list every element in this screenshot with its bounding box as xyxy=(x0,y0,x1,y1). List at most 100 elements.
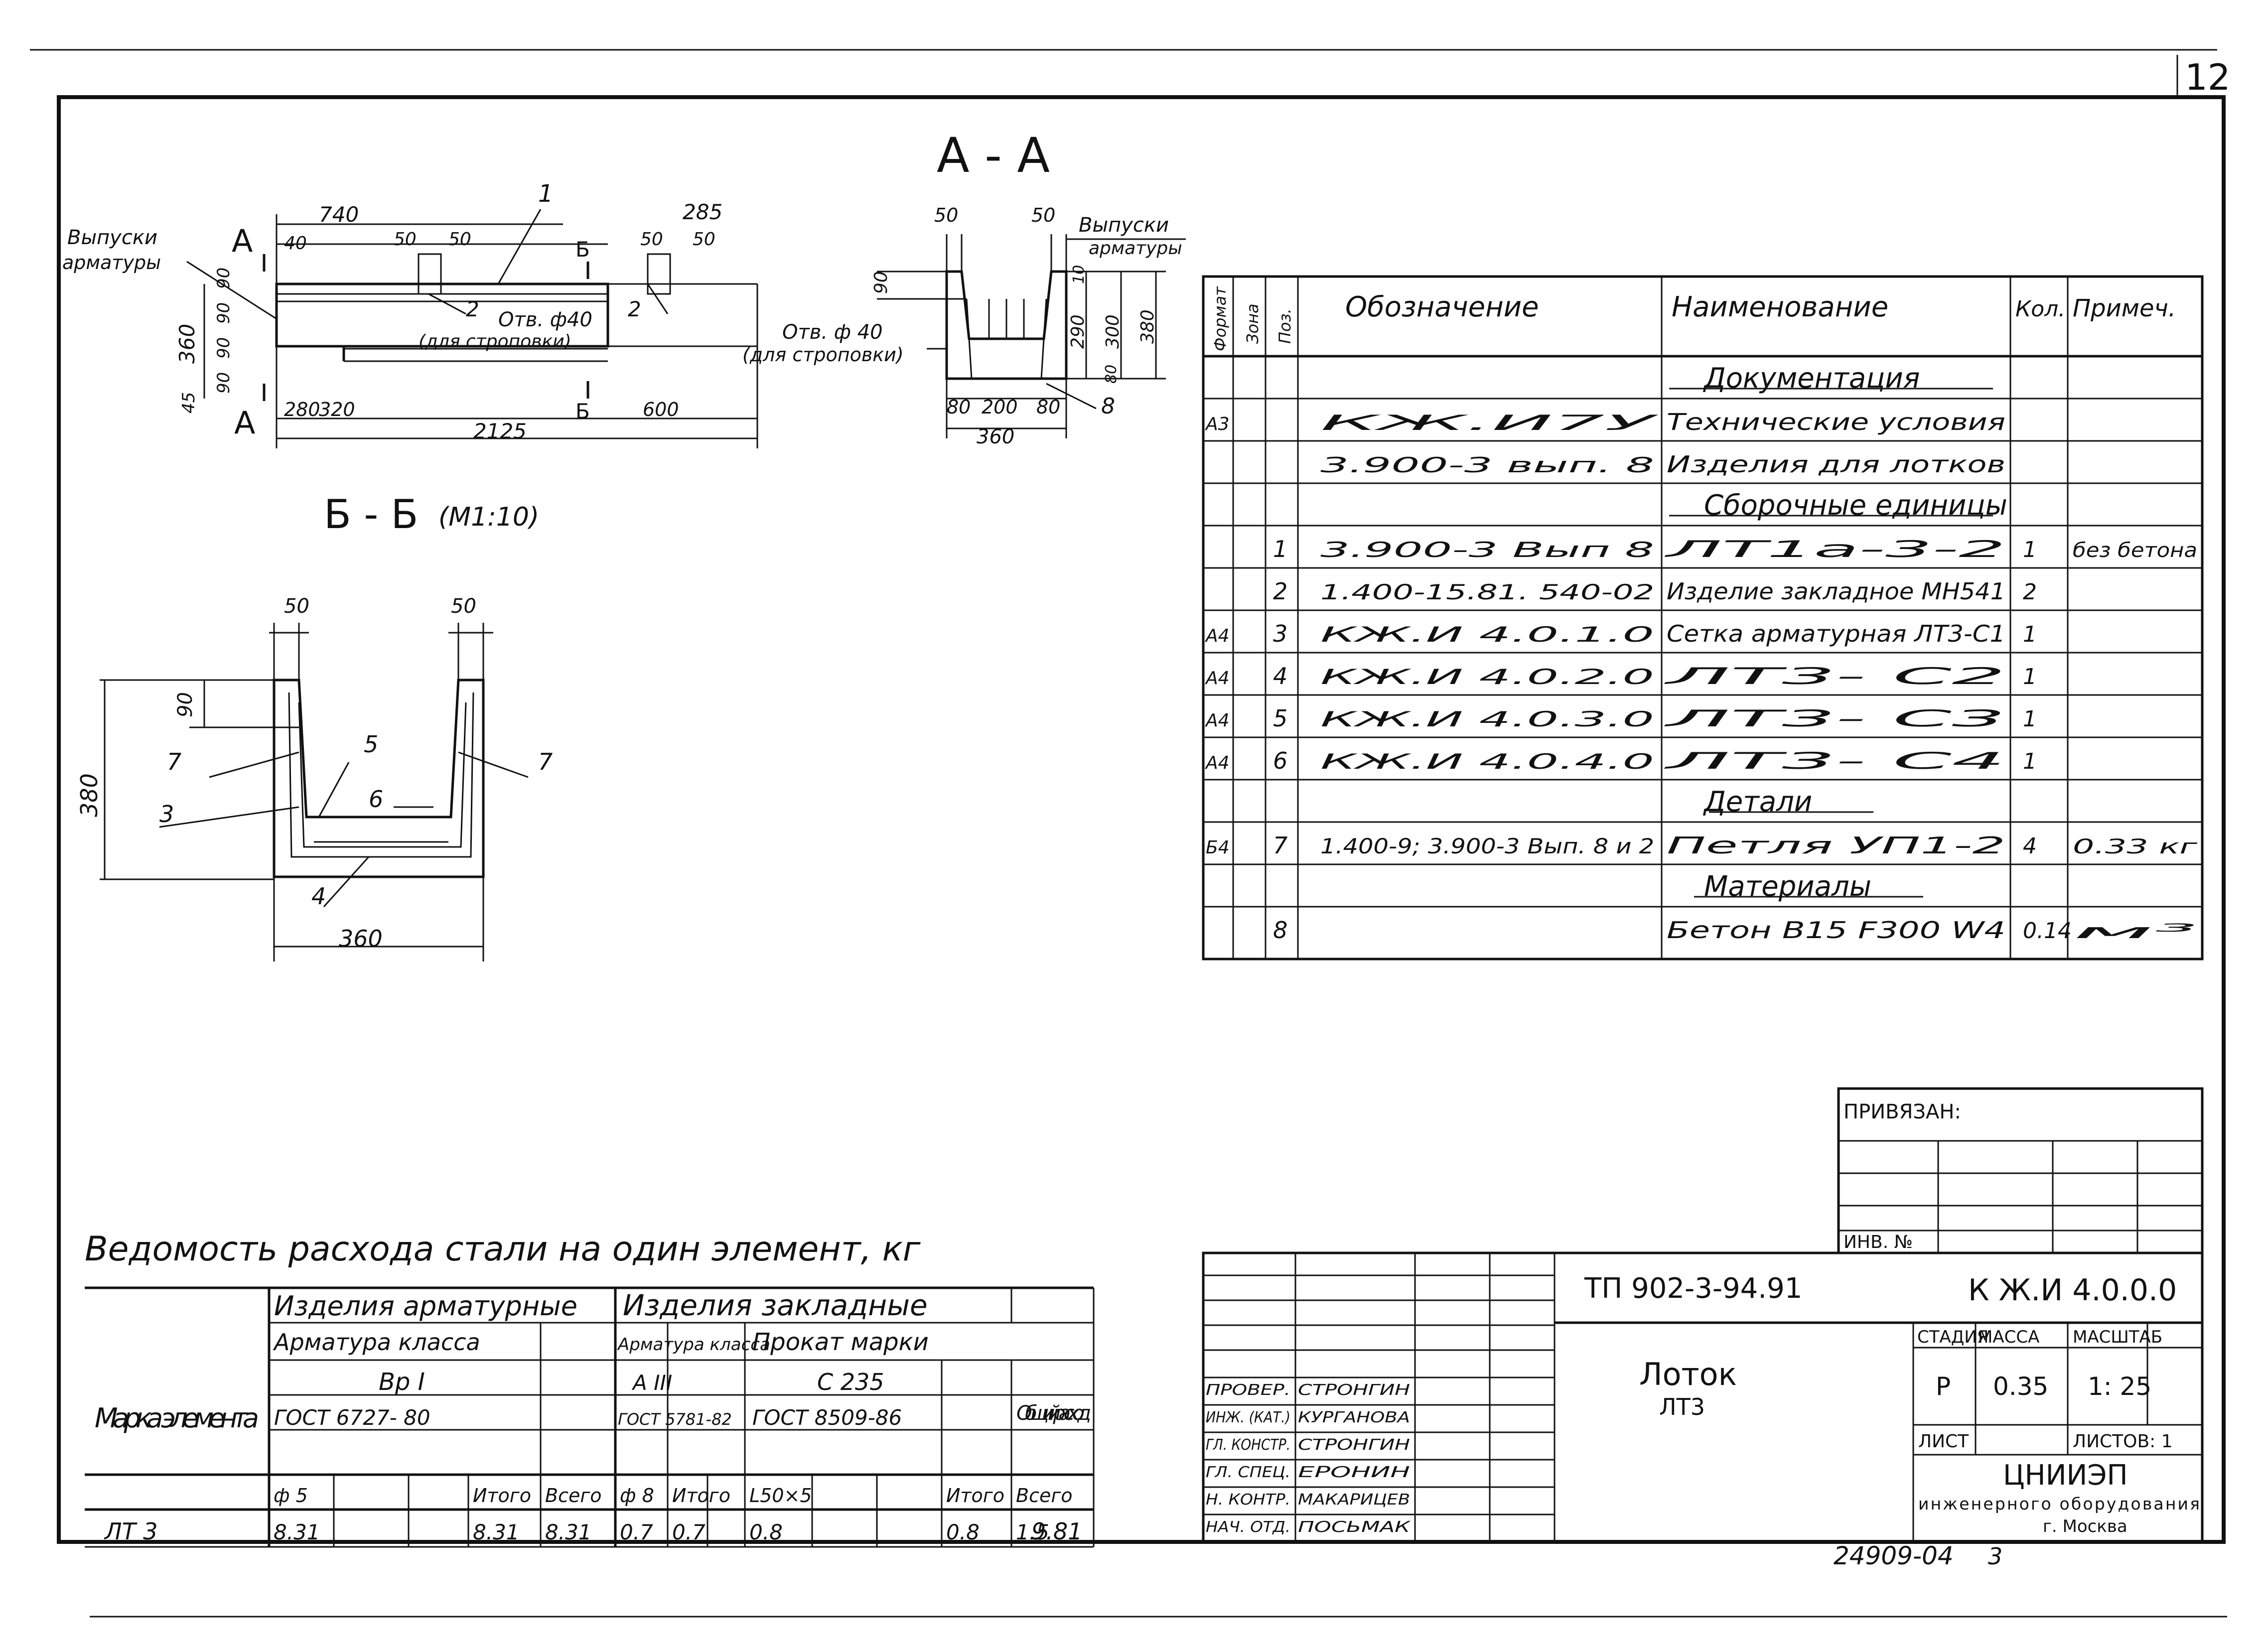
steel-row-total: 9.81 xyxy=(1031,1518,1082,1545)
plan-dim-45: 45 xyxy=(179,392,199,413)
privyazan-label: ПРИВЯЗАН: xyxy=(1843,1101,1961,1123)
steel-subheader: Итого xyxy=(672,1485,730,1507)
signer-role: ИНЖ. (КАТ.) xyxy=(1206,1409,1290,1426)
plan-dim-740: 740 xyxy=(319,202,359,227)
steel-subheader: ф 5 xyxy=(274,1485,308,1507)
bb-dim-90: 90 xyxy=(174,692,197,717)
steel-table-grid xyxy=(85,1286,1095,1548)
steel-prokat-gost: ГОСТ 8509-86 xyxy=(752,1405,902,1430)
spec-row-note: без бетона xyxy=(2073,539,2197,562)
spec-row-designation: КЖ.И7У xyxy=(1320,411,1659,435)
signer-role: ГЛ. СПЕЦ. xyxy=(1206,1464,1290,1481)
steel-arm-gost: ГОСТ 6727- 80 xyxy=(274,1405,430,1430)
steel-prokat-label: Прокат марки xyxy=(752,1328,929,1356)
spec-row-name: Изделия для лотков xyxy=(1667,451,2005,478)
spec-section-heading: Материалы xyxy=(1704,870,1871,903)
title-scale: 1: 25 xyxy=(2088,1372,2151,1401)
label-armatury: арматуры xyxy=(62,252,161,274)
spec-header-pos: Поз. xyxy=(1275,308,1294,344)
title-item-name: Лоток xyxy=(1639,1356,1737,1392)
sec-dim-360: 360 xyxy=(977,425,1014,448)
steel-row-cell: 0.8 xyxy=(946,1520,980,1544)
spec-header-format: Формат xyxy=(1211,286,1230,351)
title-sheets-label: ЛИСТОВ: 1 xyxy=(2073,1431,2173,1452)
signer-role: Н. КОНТР. xyxy=(1206,1491,1290,1509)
spec-row-pos: 1 xyxy=(1273,536,1287,562)
spec-row-pos: 8 xyxy=(1273,917,1287,944)
title-doc-code: ТП 902-3-94.91 xyxy=(1584,1272,1802,1305)
signer-name: ЕРОНИН xyxy=(1298,1464,1410,1481)
spec-row-name: Петля УП1-2 xyxy=(1667,832,2005,859)
spec-table-grid xyxy=(1202,275,2204,961)
cross-section-aa xyxy=(877,234,1186,438)
spec-row-format: А4 xyxy=(1205,626,1230,646)
sec-dim-50b: 50 xyxy=(1031,204,1055,226)
section-b-mark-bottom: Б xyxy=(575,399,590,423)
title-org-name: ЦНИИЭП xyxy=(2003,1459,2128,1492)
plan-dim-90b: 90 xyxy=(214,337,234,359)
privyazan-inv-label: ИНВ. № xyxy=(1843,1232,1913,1252)
signer-role: ГЛ. КОНСТР. xyxy=(1206,1436,1290,1454)
section-bb-drawing xyxy=(100,623,529,962)
plan-dim-360: 360 xyxy=(175,324,199,364)
drawing-frame xyxy=(57,95,2226,1544)
sheet-number: 12 xyxy=(2185,56,2231,98)
spec-row-note: м³ xyxy=(2073,920,2197,943)
bb-label-6: 6 xyxy=(369,786,383,813)
plan-dim-320: 320 xyxy=(319,399,355,420)
label-otv-section: Отв. ф 40 xyxy=(782,321,883,344)
spec-row-designation: КЖ.И 4.0.3.0 xyxy=(1320,707,1654,731)
spec-row-qty: 0.14 xyxy=(2023,918,2072,944)
label-vypuski: Выпуски xyxy=(67,226,157,249)
steel-subheader: ф 8 xyxy=(620,1485,654,1507)
section-a-mark-bottom: А xyxy=(234,405,255,441)
plan-dim-90c: 90 xyxy=(214,372,234,394)
label-vypuski-section: Выпуски xyxy=(1079,214,1169,237)
plan-dim-2125: 2125 xyxy=(473,419,527,443)
archive-number: 24909-04 xyxy=(1834,1541,1954,1570)
spec-row-designation: КЖ.И 4.0.4.0 xyxy=(1320,749,1654,774)
plan-dim-280: 280 xyxy=(284,399,320,420)
sec-dim-10: 10 xyxy=(1070,265,1088,284)
section-bb-title: Б - Б xyxy=(324,491,419,538)
title-stage: Р xyxy=(1936,1372,1951,1401)
sec-dim-80a: 80 xyxy=(947,396,971,418)
spec-row-qty: 1 xyxy=(2023,706,2037,732)
steel-table-title: Ведомость расхода стали на один элемент,… xyxy=(85,1230,921,1269)
sec-dim-380: 380 xyxy=(1137,309,1158,344)
spec-header-qty: Кол. xyxy=(2015,296,2065,322)
spec-row-name: Технические условия xyxy=(1667,409,2005,435)
spec-row-format: Б4 xyxy=(1206,837,1230,858)
title-block-grid xyxy=(1202,1251,2204,1543)
label-dlya-strop-plan: (для строповки) xyxy=(419,331,571,352)
spec-row-pos: 7 xyxy=(1273,832,1287,859)
spec-row-qty: 1 xyxy=(2023,749,2037,774)
spec-row-pos: 4 xyxy=(1273,663,1287,689)
plan-dim-50a: 50 xyxy=(394,229,417,250)
spec-row-name: Изделие закладное МН541 xyxy=(1667,578,2005,605)
bb-label-7-right: 7 xyxy=(538,748,553,775)
bb-label-5: 5 xyxy=(364,731,378,758)
sec-dim-300: 300 xyxy=(1103,314,1123,349)
title-mass: 0.35 xyxy=(1993,1372,2048,1401)
title-org-city: г. Москва xyxy=(2043,1516,2127,1536)
archive-page: 3 xyxy=(1988,1543,2002,1570)
spec-row-name: ЛТ3- С3 xyxy=(1663,705,2005,732)
spec-row-designation: КЖ.И 4.0.1.0 xyxy=(1320,622,1654,647)
sec-dim-50a: 50 xyxy=(934,204,958,226)
spec-row-qty: 1 xyxy=(2023,664,2037,689)
spec-row-name: Бетон В15 F300 W4 xyxy=(1667,917,2005,944)
leader-label-2a: 2 xyxy=(466,297,479,321)
sec-dim-200: 200 xyxy=(982,396,1018,418)
spec-section-heading: Детали xyxy=(1702,786,1812,818)
plan-dim-50c: 50 xyxy=(640,229,663,250)
spec-row-qty: 1 xyxy=(2023,622,2037,647)
plan-dim-50b: 50 xyxy=(448,229,471,250)
title-mass-label: МАССА xyxy=(1978,1327,2039,1347)
steel-row-cell: 0.7 xyxy=(620,1520,653,1544)
steel-zak-arm-class-value: А III xyxy=(631,1371,672,1395)
